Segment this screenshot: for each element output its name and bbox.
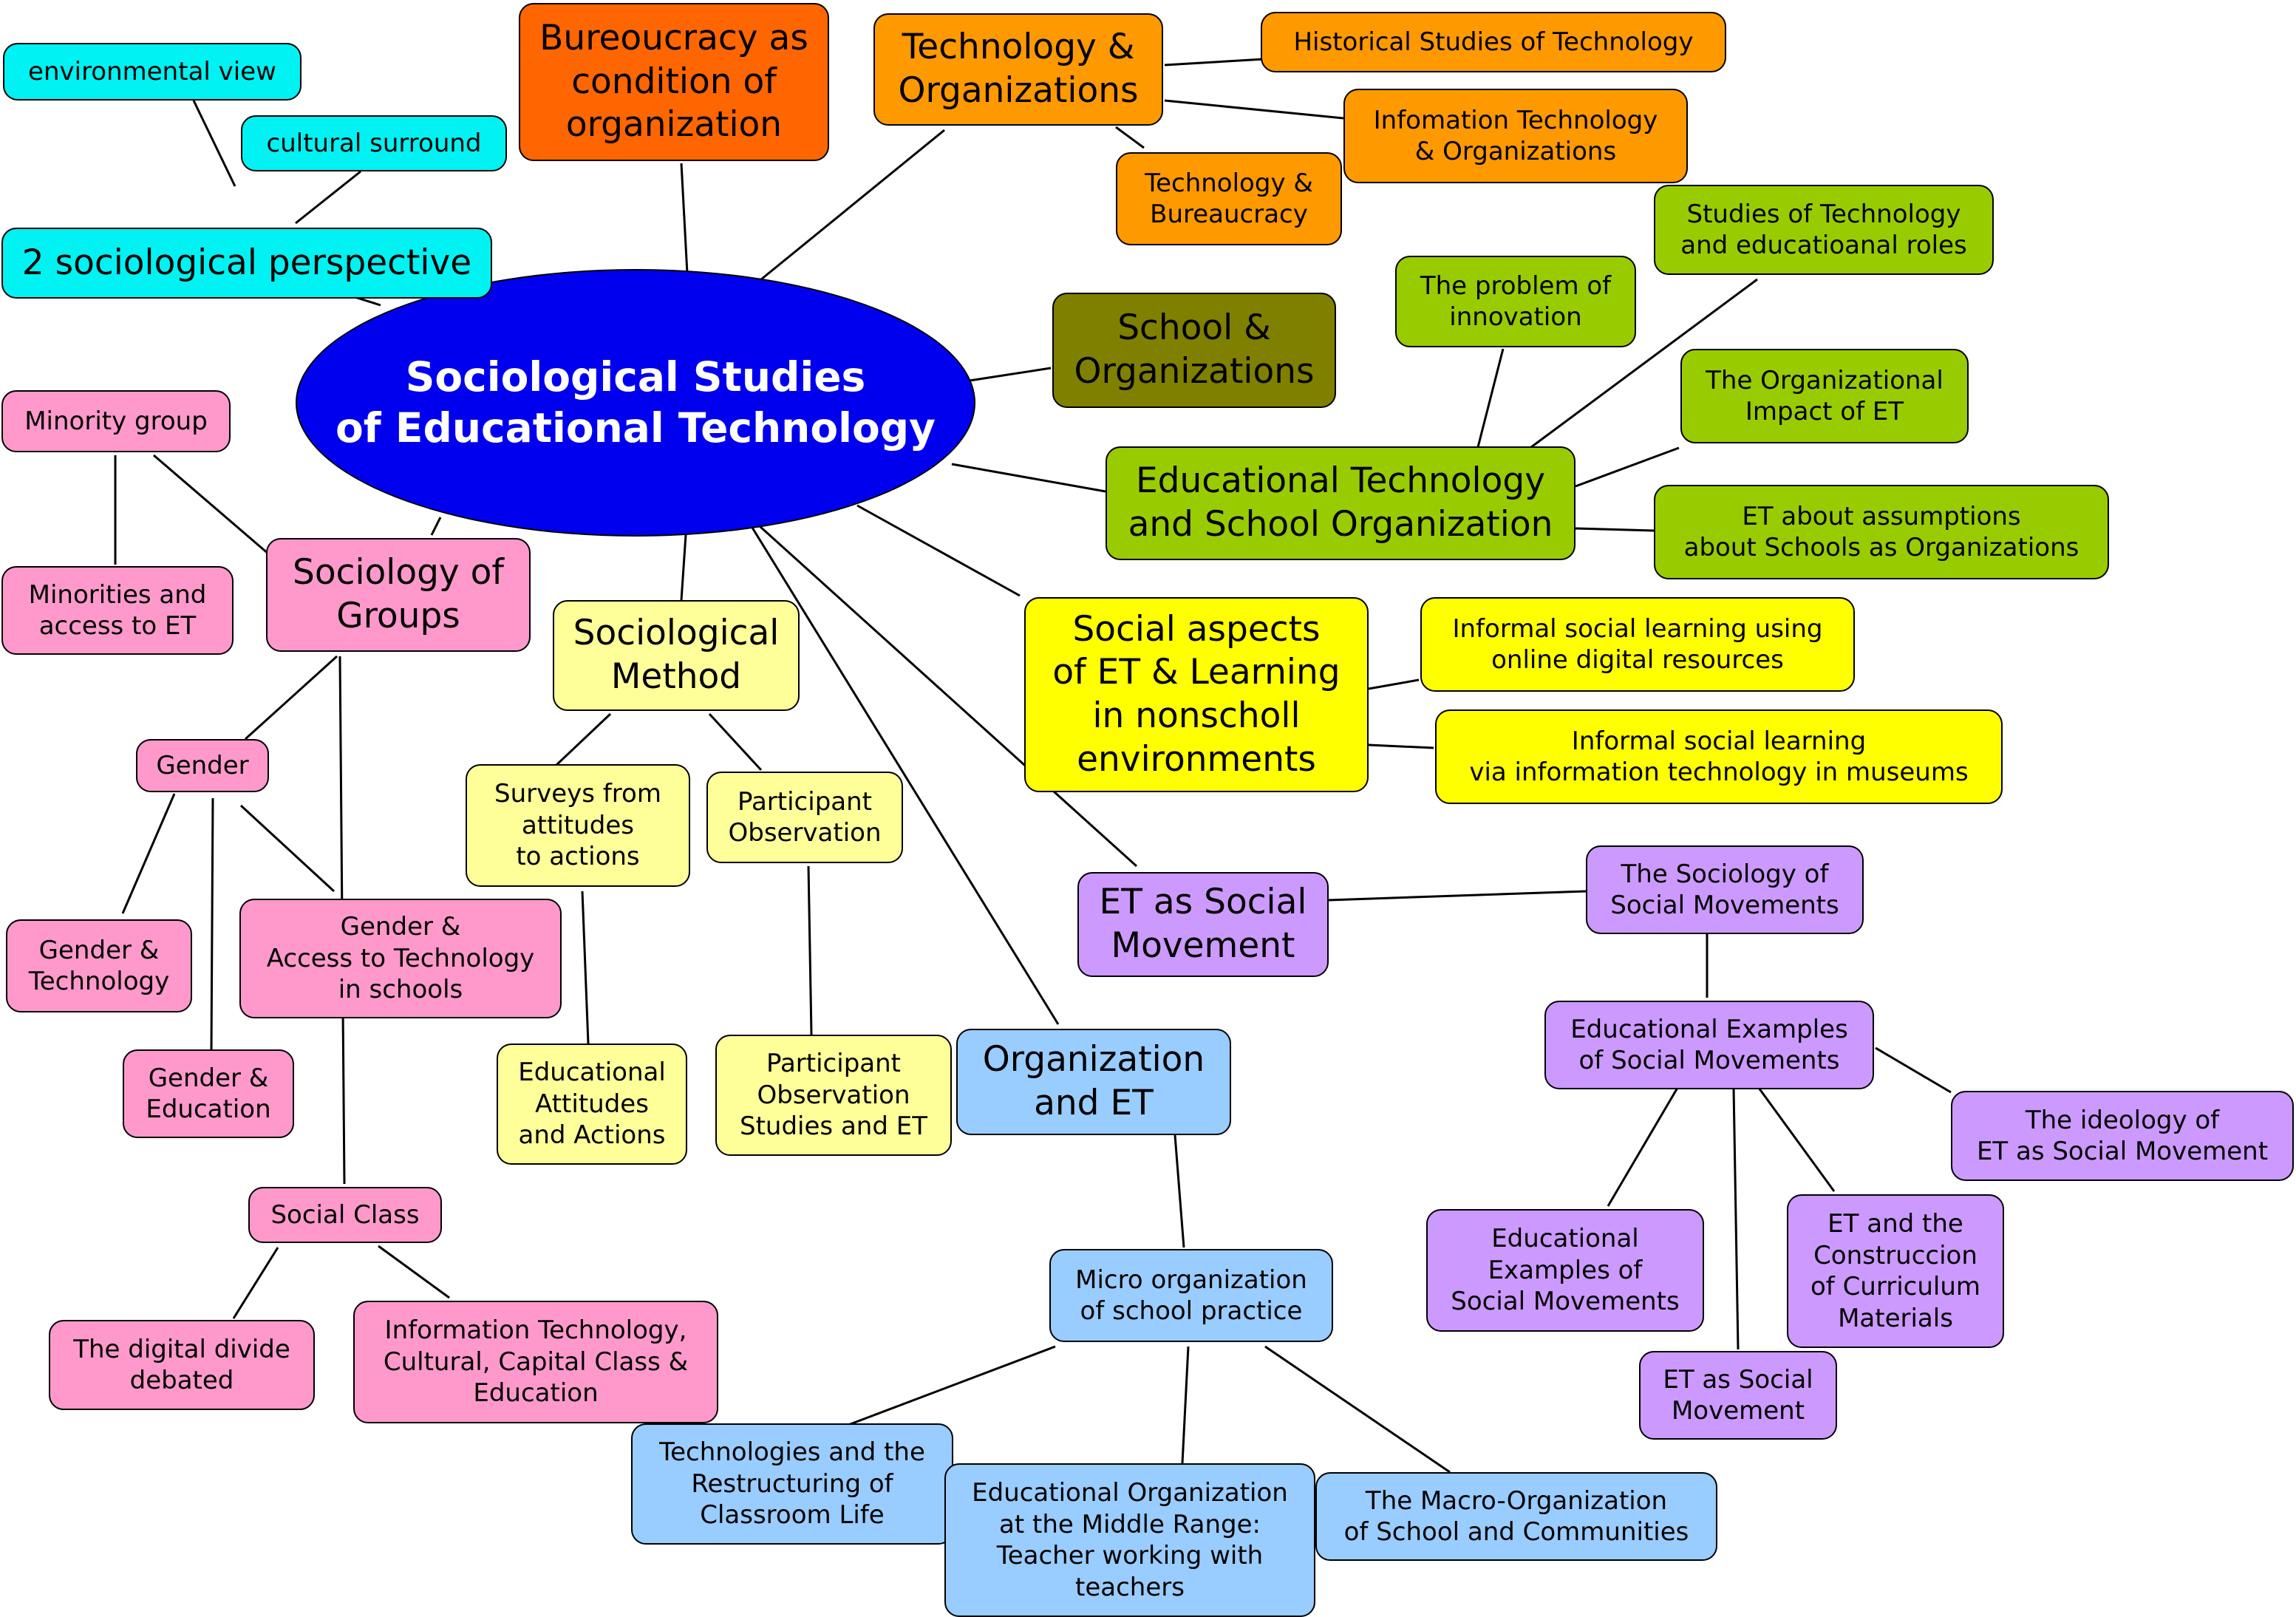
node-micro-organization[interactable]: Micro organization of school practice	[1049, 1249, 1333, 1342]
connector-line	[232, 1247, 279, 1319]
connector-line	[1732, 1087, 1740, 1350]
connector-line	[751, 527, 1060, 1025]
connector-line	[1757, 1087, 1836, 1192]
connector-line	[1164, 58, 1264, 67]
node-sociology-of-social-movements[interactable]: The Sociology of Social Movements	[1586, 845, 1864, 934]
node-participant-observation-studies[interactable]: Participant Observation Studies and ET	[715, 1035, 952, 1156]
connector-line	[554, 712, 612, 767]
node-et-social-movement[interactable]: ET as Social Movement	[1077, 872, 1329, 977]
node-cultural-surround[interactable]: cultural surround	[241, 115, 507, 171]
connector-line	[1476, 348, 1505, 448]
node-middle-range[interactable]: Educational Organization at the Middle R…	[944, 1463, 1315, 1617]
connector-line	[1164, 99, 1344, 120]
node-minority-group[interactable]: Minority group	[1, 390, 231, 452]
connector-line	[760, 129, 945, 281]
connector-line	[1875, 1046, 1952, 1094]
connector-line	[378, 1245, 450, 1299]
connector-line	[430, 517, 442, 536]
node-et-school-organization[interactable]: Educational Technology and School Organi…	[1106, 446, 1575, 560]
connector-line	[856, 504, 1021, 597]
node-surveys[interactable]: Surveys from attitudes to actions	[466, 764, 690, 887]
node-organization-and-et[interactable]: Organization and ET	[956, 1029, 1231, 1135]
connector-line	[239, 804, 335, 893]
node-educational-attitudes[interactable]: Educational Attitudes and Actions	[497, 1044, 687, 1165]
connector-line	[210, 797, 214, 1052]
node-et-assumptions[interactable]: ET about assumptions about Schools as Or…	[1654, 485, 2109, 579]
node-digital-divide[interactable]: The digital divide debated	[49, 1320, 315, 1410]
node-participant-observation[interactable]: Participant Observation	[706, 772, 903, 863]
connector-line	[1368, 678, 1420, 690]
connector-line	[680, 534, 687, 601]
node-social-aspects[interactable]: Social aspects of ET & Learning in nonsc…	[1024, 597, 1369, 792]
node-informal-online[interactable]: Informal social learning using online di…	[1420, 597, 1855, 692]
connector-line	[1575, 446, 1680, 488]
connector-line	[680, 163, 689, 274]
node-gender[interactable]: Gender	[136, 739, 269, 792]
connector-line	[153, 454, 270, 556]
node-ideology-et[interactable]: The ideology of ET as Social Movement	[1951, 1091, 2294, 1181]
node-technology-bureaucracy[interactable]: Technology & Bureaucracy	[1116, 152, 1342, 245]
node-construccion-curriculum[interactable]: ET and the Construccion of Curriculum Ma…	[1787, 1194, 2004, 1348]
node-gender-technology[interactable]: Gender & Technology	[6, 919, 192, 1012]
node-educational-examples-a[interactable]: Educational Examples of Social Movements	[1544, 1001, 1874, 1089]
node-macro-organization[interactable]: The Macro-Organization of School and Com…	[1315, 1472, 1717, 1561]
node-gender-access[interactable]: Gender & Access to Technology in schools	[239, 899, 562, 1018]
node-et-social-movement-small[interactable]: ET as Social Movement	[1639, 1351, 1837, 1440]
node-historical-studies[interactable]: Historical Studies of Technology	[1261, 12, 1726, 72]
connector-line	[244, 655, 338, 741]
connector-line	[807, 865, 813, 1035]
node-technologies-restructuring[interactable]: Technologies and the Restructuring of Cl…	[631, 1423, 953, 1545]
node-informal-museums[interactable]: Informal social learning via information…	[1435, 709, 2003, 804]
node-sociological-method[interactable]: Sociological Method	[553, 600, 800, 711]
connector-line	[951, 463, 1106, 493]
node-social-class[interactable]: Social Class	[248, 1187, 442, 1243]
connector-line	[848, 1345, 1056, 1426]
connector-line	[1575, 527, 1655, 532]
node-bureaucracy[interactable]: Bureoucracy as condition of organization	[519, 3, 829, 161]
node-technology-organizations[interactable]: Technology & Organizations	[873, 13, 1163, 126]
node-organizational-impact[interactable]: The Organizational Impact of ET	[1680, 349, 1969, 443]
connector-line	[1264, 1345, 1451, 1474]
node-sociology-of-groups[interactable]: Sociology of Groups	[266, 538, 531, 652]
connector-line	[758, 525, 1138, 868]
connector-line	[295, 170, 361, 225]
node-environmental-view[interactable]: environmental view	[3, 43, 302, 101]
connector-line	[121, 793, 176, 914]
node-two-sociological-perspective[interactable]: 2 sociological perspective	[1, 228, 492, 299]
connector-line	[1607, 1087, 1679, 1207]
node-information-technology-organizations[interactable]: Infomation Technology & Organizations	[1343, 89, 1688, 183]
node-studies-technology-roles[interactable]: Studies of Technology and educatioanal r…	[1654, 185, 1994, 275]
central-topic[interactable]: Sociological Studies of Educational Tech…	[296, 269, 975, 537]
connector-line	[192, 100, 236, 187]
node-school-organizations[interactable]: School & Organizations	[1052, 293, 1336, 408]
connector-line	[1530, 278, 1758, 449]
connector-line	[1173, 1134, 1185, 1248]
node-gender-education[interactable]: Gender & Education	[123, 1049, 294, 1138]
connector-line	[1181, 1346, 1190, 1464]
node-problem-of-innovation[interactable]: The problem of innovation	[1395, 256, 1636, 347]
connector-line	[969, 367, 1052, 382]
connector-line	[581, 891, 590, 1044]
connector-line	[1328, 890, 1587, 902]
node-educational-examples-b[interactable]: Educational Examples of Social Movements	[1426, 1209, 1704, 1332]
connector-line	[1115, 126, 1145, 149]
connector-line	[708, 712, 763, 772]
node-minorities-access[interactable]: Minorities and access to ET	[1, 566, 234, 655]
connector-line	[1368, 743, 1434, 749]
node-info-tech-cultural-capital[interactable]: Information Technology, Cultural, Capita…	[353, 1301, 718, 1423]
